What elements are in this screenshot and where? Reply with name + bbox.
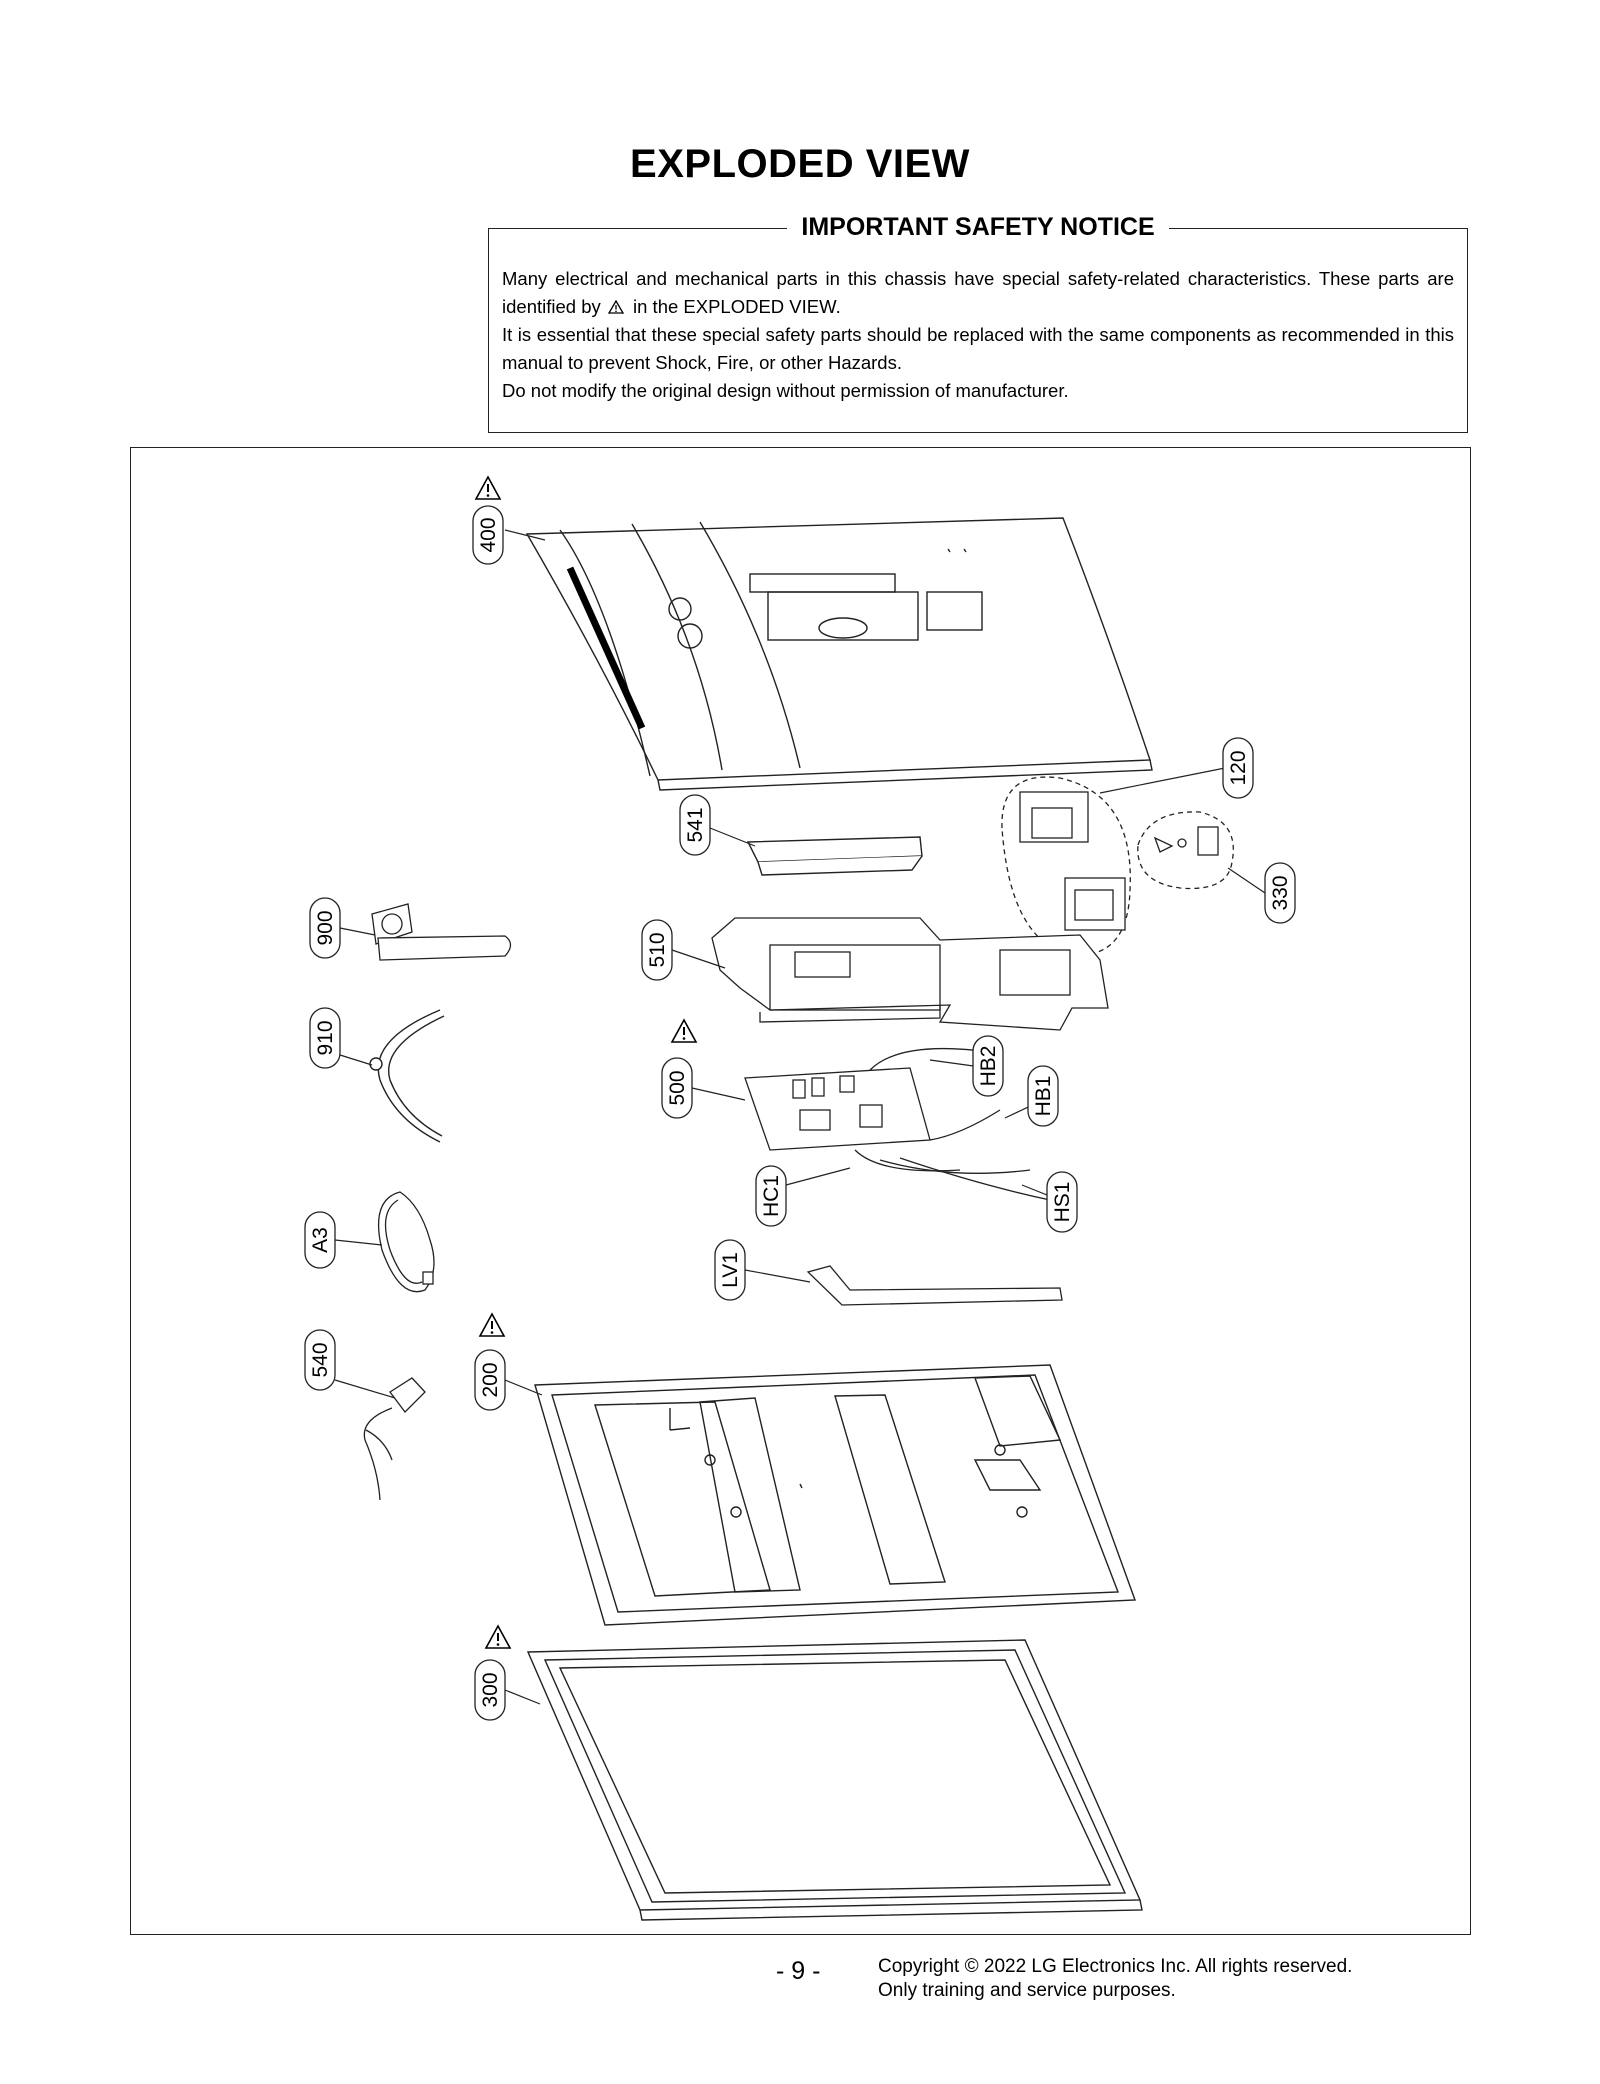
safety-warning-icon <box>475 476 501 500</box>
callout-900: 900 <box>309 897 341 959</box>
usage-line: Only training and service purposes. <box>878 1980 1176 2001</box>
safety-notice-heading: IMPORTANT SAFETY NOTICE <box>787 213 1169 241</box>
copyright-line: Copyright © 2022 LG Electronics Inc. All… <box>878 1956 1353 1977</box>
notice-line1-a: Many electrical and mechanical parts in … <box>502 268 1454 317</box>
safety-warning-icon <box>479 1313 505 1337</box>
back-cover-part <box>525 517 1153 791</box>
adapter-part <box>363 1377 426 1501</box>
stand-base-part <box>369 1009 445 1143</box>
callout-label-120: 120 <box>1227 750 1250 785</box>
callout-label-910: 910 <box>314 1020 337 1055</box>
callout-HB2: HB2 <box>972 1035 1004 1097</box>
page-number: - 9 - <box>776 1957 821 1985</box>
front-frame-part <box>526 1639 1143 1921</box>
safety-warning-icon <box>485 1625 511 1649</box>
power-cord-part <box>378 1191 435 1293</box>
callout-330: 330 <box>1264 862 1296 924</box>
callout-label-540: 540 <box>309 1342 332 1377</box>
callout-label-510: 510 <box>646 932 669 967</box>
page-title: EXPLODED VIEW <box>630 142 970 186</box>
callout-label-HC1: HC1 <box>760 1175 783 1217</box>
callout-label-HS1: HS1 <box>1051 1182 1074 1223</box>
callout-label-HB2: HB2 <box>977 1046 1000 1087</box>
callout-HC1: HC1 <box>755 1165 787 1227</box>
display-module-part <box>534 1364 1136 1626</box>
callout-label-A3: A3 <box>309 1227 332 1253</box>
callout-label-LV1: LV1 <box>719 1252 742 1288</box>
notice-paragraph-2: It is essential that these special safet… <box>502 324 1454 373</box>
callout-HS1: HS1 <box>1046 1171 1078 1233</box>
part-541-bracket <box>746 836 923 876</box>
copyright-notice: Copyright © 2022 LG Electronics Inc. All… <box>878 1955 1352 2003</box>
notice-paragraph-3: Do not modify the original design withou… <box>502 380 1069 401</box>
callout-label-200: 200 <box>479 1362 502 1397</box>
callout-910: 910 <box>309 1007 341 1069</box>
exploded-view-diagram: 400 120 541 330 900 510 910 500 HB2 HB1 <box>304 476 1296 1921</box>
callout-label-HB1: HB1 <box>1032 1076 1055 1117</box>
callout-label-330: 330 <box>1269 875 1292 910</box>
main-board-part <box>744 1047 1051 1201</box>
safety-notice-box: IMPORTANT SAFETY NOTICE Many electrical … <box>488 213 1468 433</box>
warning-triangle-icon <box>607 300 624 314</box>
notice-line1-b: in the EXPLODED VIEW. <box>633 296 841 317</box>
callout-label-300: 300 <box>479 1672 502 1707</box>
lvds-cable-part <box>806 1265 1063 1306</box>
callout-541: 541 <box>679 794 711 856</box>
callout-200: 200 <box>474 1349 506 1411</box>
notice-paragraph-1: Many electrical and mechanical parts in … <box>502 265 1454 321</box>
callout-label-500: 500 <box>666 1070 689 1105</box>
callout-label-400: 400 <box>477 517 500 552</box>
shield-plate-part <box>711 917 1109 1031</box>
callout-400: 400 <box>472 505 504 565</box>
callout-label-900: 900 <box>314 910 337 945</box>
callout-LV1: LV1 <box>714 1239 746 1301</box>
callout-300: 300 <box>474 1659 506 1721</box>
callout-HB1: HB1 <box>1027 1065 1059 1127</box>
speaker-part <box>1001 776 1234 956</box>
callout-500: 500 <box>661 1057 693 1119</box>
safety-notice-body: Many electrical and mechanical parts in … <box>502 265 1454 405</box>
callout-label-541: 541 <box>684 807 707 842</box>
exploded-view-frame <box>130 447 1471 1935</box>
callout-120: 120 <box>1222 737 1254 799</box>
callout-A3: A3 <box>304 1211 336 1269</box>
callout-510: 510 <box>641 919 673 981</box>
stand-body-part <box>371 903 512 961</box>
callout-540: 540 <box>304 1329 336 1391</box>
safety-warning-icon <box>671 1019 697 1043</box>
